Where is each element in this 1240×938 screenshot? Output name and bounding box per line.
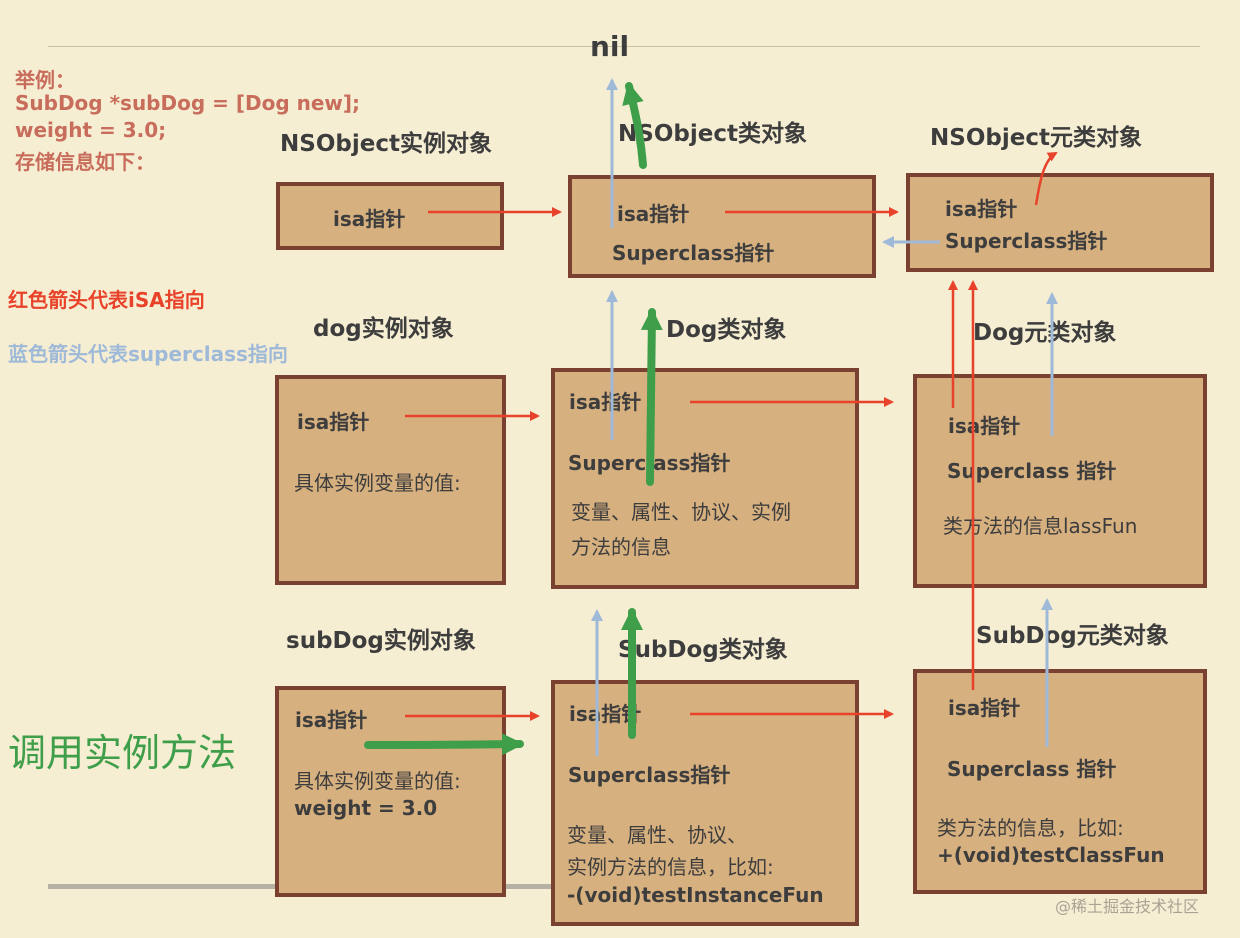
subdog-class-box (551, 680, 859, 926)
example-note-line-4: 存储信息如下： (15, 150, 155, 174)
subdog-meta-isa: isa指针 (948, 696, 1021, 720)
example-note-line-2: SubDog *subDog = [Dog new]; (15, 91, 361, 115)
subdog-instance-ivars: 具体实例变量的值: (294, 769, 461, 793)
subdog-instance-box (275, 686, 506, 897)
subdog-instance-title: subDog实例对象 (286, 628, 476, 654)
dog-instance-ivars: 具体实例变量的值: (294, 471, 461, 495)
nsobject-instance-isa: isa指针 (333, 207, 406, 231)
nsobject-instance-box (276, 182, 504, 250)
legend-blue: 蓝色箭头代表superclass指向 (8, 342, 288, 366)
nsobject-class-box (568, 175, 876, 278)
dog-class-info-line-1: 变量、属性、协议、实例 (571, 500, 791, 524)
call-instance-method-label: 调用实例方法 (8, 731, 237, 775)
subdog-meta-title: SubDog元类对象 (976, 623, 1169, 649)
call-arrow-to-subdog-class (364, 733, 524, 756)
dog-instance-isa: isa指针 (297, 410, 370, 434)
nsobject-class-isa: isa指针 (617, 202, 690, 226)
nsobject-meta-superclass: Superclass指针 (945, 229, 1108, 253)
nsobject-meta-title: NSObject元类对象 (930, 125, 1142, 151)
subdog-meta-superclass: Superclass 指针 (947, 757, 1117, 781)
subdog-class-info-line-1: 变量、属性、协议、 (567, 823, 747, 847)
top-rule (48, 46, 1200, 47)
nil-label: nil (590, 30, 630, 63)
call-arrow-dog-to-nsobject (640, 308, 663, 486)
subdog-class-title: SubDog类对象 (618, 637, 788, 663)
subdog-instance-isa: isa指针 (295, 708, 368, 732)
dog-meta-superclass: Superclass 指针 (947, 459, 1117, 483)
dog-class-isa: isa指针 (569, 390, 642, 414)
dog-class-box (551, 368, 859, 589)
subdog-class-superclass: Superclass指针 (568, 763, 731, 787)
dog-instance-box (275, 375, 506, 585)
nsobject-meta-box (906, 173, 1214, 272)
legend-red: 红色箭头代表iSA指向 (8, 288, 205, 312)
dog-meta-isa: isa指针 (948, 414, 1021, 438)
watermark: @稀土掘金技术社区 (1055, 897, 1200, 916)
dog-class-info-line-2: 方法的信息 (571, 535, 671, 559)
subdog-class-method: -(void)testInstanceFun (567, 883, 824, 907)
dog-meta-info: 类方法的信息lassFun (943, 514, 1138, 538)
nsobject-class-superclass: Superclass指针 (612, 241, 775, 265)
subdog-meta-method: +(void)testClassFun (937, 843, 1165, 867)
subdog-meta-box (913, 669, 1207, 894)
example-note-line-3: weight = 3.0; (15, 118, 167, 142)
subdog-meta-info: 类方法的信息，比如: (937, 816, 1124, 840)
isa-arrow-nsobject-meta-self (1034, 151, 1058, 206)
dog-class-title: Dog类对象 (666, 317, 787, 343)
call-arrow-nsobject-to-nil (622, 82, 647, 169)
dog-meta-title: Dog元类对象 (973, 320, 1117, 346)
dog-instance-title: dog实例对象 (313, 316, 454, 342)
nsobject-meta-isa: isa指针 (945, 197, 1018, 221)
dog-meta-box (913, 374, 1207, 588)
subdog-instance-weight: weight = 3.0 (294, 796, 438, 820)
nsobject-class-title: NSObject类对象 (618, 121, 807, 147)
nsobject-instance-title: NSObject实例对象 (280, 131, 492, 157)
subdog-class-info-line-2: 实例方法的信息，比如: (567, 855, 774, 879)
example-note-line-1: 举例： (15, 68, 75, 92)
